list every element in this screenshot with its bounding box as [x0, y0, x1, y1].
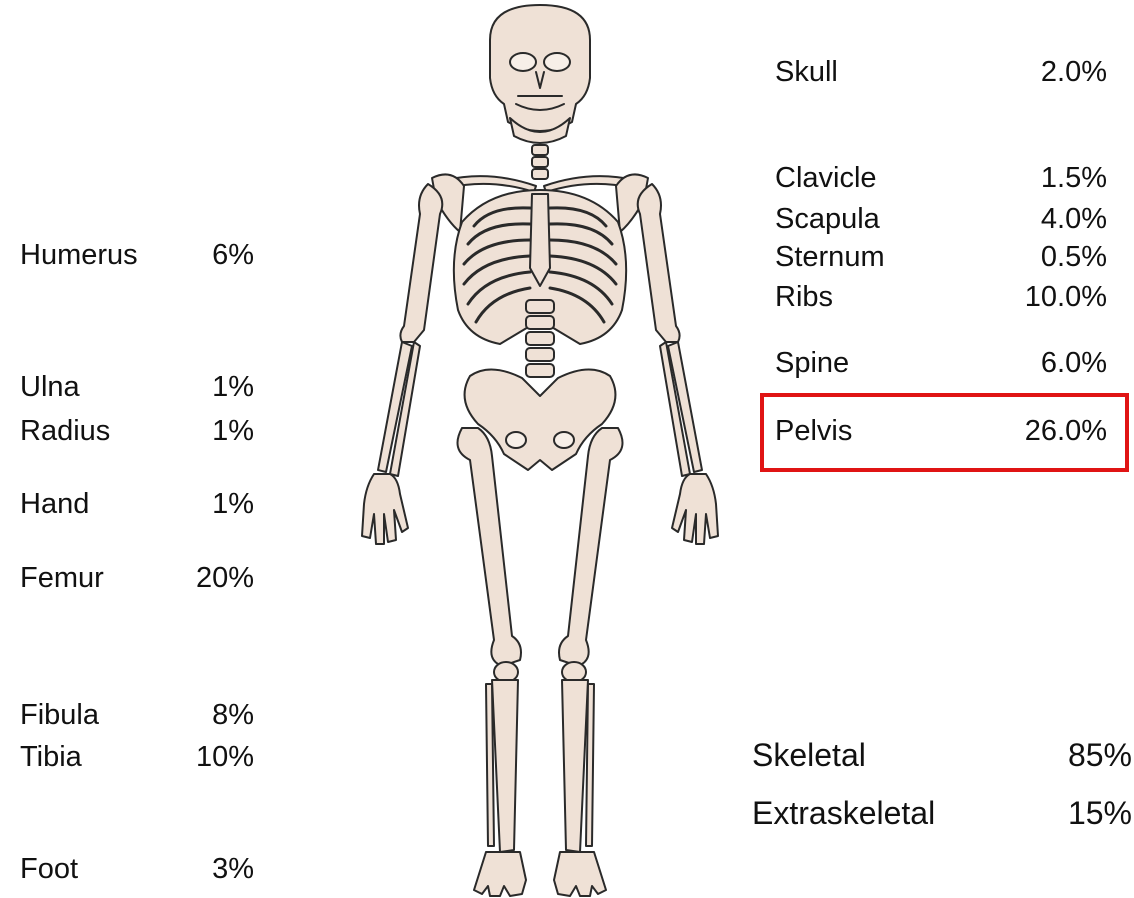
label-ribs-name: Ribs	[775, 280, 833, 314]
label-hand-value: 1%	[180, 487, 254, 521]
label-radius-name: Radius	[20, 414, 110, 448]
label-skeletal-value: 85%	[1020, 737, 1132, 773]
foot-right	[554, 852, 606, 896]
tibia-right	[562, 680, 588, 852]
label-hand-name: Hand	[20, 487, 89, 521]
label-scapula-name: Scapula	[775, 202, 880, 236]
label-ribs-value: 10.0%	[990, 280, 1107, 314]
hand-right	[672, 474, 718, 544]
label-extraskeletal-value: 15%	[1020, 795, 1132, 831]
tibia-left	[492, 680, 518, 852]
label-femur-value: 20%	[180, 561, 254, 595]
label-clavicle-name: Clavicle	[775, 161, 877, 195]
femur-right	[559, 428, 623, 666]
label-tibia-name: Tibia	[20, 740, 82, 774]
label-scapula-value: 4.0%	[990, 202, 1107, 236]
skeleton-illustration	[340, 0, 730, 898]
fibula-left	[486, 684, 494, 846]
label-ulna-value: 1%	[180, 370, 254, 404]
label-radius-value: 1%	[180, 414, 254, 448]
label-humerus-value: 6%	[180, 238, 254, 272]
label-sternum-value: 0.5%	[990, 240, 1107, 274]
label-spine-value: 6.0%	[990, 346, 1107, 380]
humerus-right	[638, 184, 680, 342]
humerus-left	[400, 184, 442, 342]
skull	[490, 5, 590, 131]
label-pelvis-name: Pelvis	[775, 414, 852, 448]
label-foot-value: 3%	[180, 852, 254, 886]
label-sternum-name: Sternum	[775, 240, 885, 274]
label-fibula-name: Fibula	[20, 698, 99, 732]
fibula-right	[586, 684, 594, 846]
label-clavicle-value: 1.5%	[990, 161, 1107, 195]
label-skeletal-name: Skeletal	[752, 737, 866, 773]
label-extraskeletal-name: Extraskeletal	[752, 795, 935, 831]
label-spine-name: Spine	[775, 346, 849, 380]
label-skull-name: Skull	[775, 55, 838, 89]
label-ulna-name: Ulna	[20, 370, 80, 404]
label-tibia-value: 10%	[180, 740, 254, 774]
label-pelvis-value: 26.0%	[990, 414, 1107, 448]
sternum	[530, 194, 550, 286]
label-femur-name: Femur	[20, 561, 104, 595]
hand-left	[362, 474, 408, 544]
label-humerus-name: Humerus	[20, 238, 138, 272]
label-skull-value: 2.0%	[990, 55, 1107, 89]
femur-left	[458, 428, 522, 666]
foot-left	[474, 852, 526, 896]
label-foot-name: Foot	[20, 852, 78, 886]
label-fibula-value: 8%	[180, 698, 254, 732]
